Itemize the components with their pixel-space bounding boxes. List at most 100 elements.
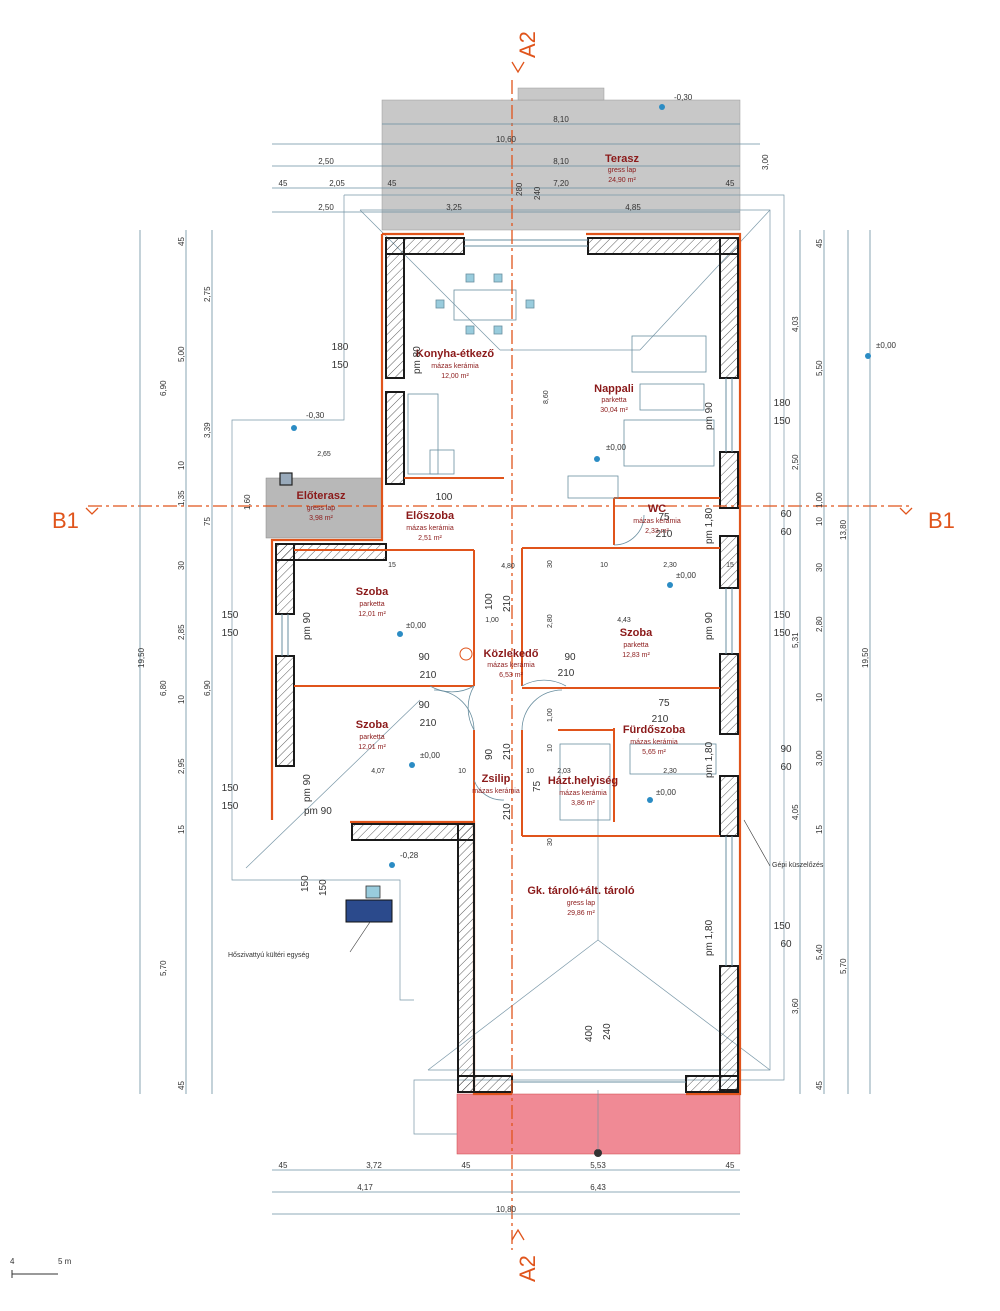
svg-text:parketta: parketta — [623, 642, 648, 649]
room-kitchen: Konyha-étkező mázas kerámia 12,00 m² — [416, 348, 495, 380]
svg-text:90: 90 — [418, 652, 430, 663]
svg-text:90: 90 — [418, 700, 430, 711]
svg-text:3,60: 3,60 — [791, 998, 800, 1014]
svg-text:3,00: 3,00 — [761, 154, 770, 170]
svg-text:210: 210 — [656, 529, 673, 540]
svg-text:15: 15 — [177, 825, 186, 834]
room-hall: Előszoba mázas kerámia 2,51 m² — [406, 510, 455, 542]
svg-text:13,80: 13,80 — [839, 519, 848, 540]
exterior-walls — [275, 237, 739, 1093]
svg-text:150: 150 — [222, 628, 239, 639]
svg-text:±0,00: ±0,00 — [676, 571, 697, 580]
svg-text:4,07: 4,07 — [371, 768, 385, 775]
svg-text:Közlekedő: Közlekedő — [483, 648, 538, 660]
svg-text:150: 150 — [774, 628, 791, 639]
scale-end: 5 m — [58, 1257, 72, 1266]
svg-text:10,80: 10,80 — [496, 1205, 517, 1214]
svg-text:4,17: 4,17 — [357, 1183, 373, 1192]
svg-text:75: 75 — [203, 517, 212, 526]
svg-text:mázas kerámia: mázas kerámia — [633, 518, 681, 525]
room-bedroom-2: Szoba parketta 12,83 m² — [620, 627, 653, 659]
svg-text:19,50: 19,50 — [137, 647, 146, 668]
svg-text:15: 15 — [815, 825, 824, 834]
svg-text:5,00: 5,00 — [177, 346, 186, 362]
dims-bottom: 45 3,72 45 5,53 45 4,17 6,43 10,80 — [279, 1161, 735, 1214]
svg-text:2,50: 2,50 — [791, 454, 800, 470]
room-bathroom: Fürdőszoba mázas kerámia 5,65 m² — [623, 724, 686, 756]
svg-text:Fürdőszoba: Fürdőszoba — [623, 724, 686, 736]
svg-text:45: 45 — [388, 179, 397, 188]
dims-right: 45 4,03 5,50 2,50 1,00 10 13,80 30 2,80 … — [791, 239, 870, 1090]
svg-text:180: 180 — [774, 398, 791, 409]
svg-text:210: 210 — [558, 668, 575, 679]
svg-text:4,05: 4,05 — [791, 804, 800, 820]
svg-text:150: 150 — [222, 783, 239, 794]
svg-text:pm 90: pm 90 — [704, 612, 715, 640]
svg-text:60: 60 — [780, 527, 792, 538]
svg-text:150: 150 — [318, 879, 329, 896]
svg-text:pm 90: pm 90 — [302, 612, 313, 640]
svg-text:1,00: 1,00 — [485, 617, 499, 624]
svg-text:mázas kerámia: mázas kerámia — [472, 788, 520, 795]
dims-left: 45 2,75 5,00 6,90 3,39 10 1,35 75 30 2,8… — [137, 237, 252, 1090]
svg-text:90: 90 — [484, 748, 495, 760]
svg-text:45: 45 — [177, 237, 186, 246]
svg-text:30: 30 — [547, 838, 554, 846]
svg-text:7,20: 7,20 — [553, 179, 569, 188]
svg-text:gress lap: gress lap — [567, 900, 596, 907]
svg-text:6,90: 6,90 — [203, 680, 212, 696]
dimension-lines — [139, 123, 871, 1215]
svg-text:6,43: 6,43 — [590, 1183, 606, 1192]
svg-text:280: 280 — [515, 182, 524, 196]
svg-text:Nappali: Nappali — [594, 383, 634, 395]
interior-walls — [294, 477, 720, 837]
svg-text:±0,00: ±0,00 — [406, 621, 427, 630]
room-wc: WC mázas kerámia 2,33 m² — [633, 503, 681, 535]
svg-text:5,70: 5,70 — [159, 960, 168, 976]
svg-text:pm 80: pm 80 — [412, 346, 423, 374]
svg-text:45: 45 — [462, 1161, 471, 1170]
svg-text:60: 60 — [780, 762, 792, 773]
room-living: Nappali parketta 30,04 m² — [594, 383, 634, 414]
svg-text:4,43: 4,43 — [617, 617, 631, 624]
svg-text:parketta: parketta — [359, 734, 384, 741]
section-label-a-bottom: A2 — [515, 1255, 540, 1282]
svg-text:mázas kerámia: mázas kerámia — [487, 662, 535, 669]
svg-text:30,04 m²: 30,04 m² — [600, 407, 628, 414]
svg-text:Előszoba: Előszoba — [406, 510, 455, 522]
svg-text:3,98 m²: 3,98 m² — [309, 515, 333, 522]
svg-text:-0,28: -0,28 — [400, 851, 419, 860]
svg-text:6,53 m²: 6,53 m² — [499, 672, 523, 679]
svg-text:15: 15 — [726, 562, 734, 569]
svg-text:5,53: 5,53 — [590, 1161, 606, 1170]
svg-text:3,39: 3,39 — [203, 422, 212, 438]
svg-text:±0,00: ±0,00 — [876, 341, 897, 350]
svg-text:60: 60 — [780, 939, 792, 950]
svg-text:10: 10 — [815, 693, 824, 702]
svg-text:2,30: 2,30 — [663, 562, 677, 569]
svg-text:2,03: 2,03 — [557, 768, 571, 775]
dims-top: 8,10 10,60 8,10 7,20 2,50 2,05 2,50 3,25… — [279, 115, 770, 212]
svg-text:2,50: 2,50 — [318, 157, 334, 166]
svg-text:12,01 m²: 12,01 m² — [358, 744, 386, 751]
svg-text:75: 75 — [658, 512, 670, 523]
svg-text:2,75: 2,75 — [203, 286, 212, 302]
svg-text:1,00: 1,00 — [815, 492, 824, 508]
svg-text:150: 150 — [222, 801, 239, 812]
svg-text:±0,00: ±0,00 — [656, 788, 677, 797]
svg-text:pm 1,80: pm 1,80 — [704, 919, 715, 956]
svg-text:Házt.helyiség: Házt.helyiség — [548, 775, 618, 787]
room-bedroom-3: Szoba parketta 12,01 m² — [356, 719, 389, 751]
driveway-marker — [594, 1149, 602, 1157]
svg-text:5,50: 5,50 — [815, 360, 824, 376]
furniture — [407, 273, 717, 821]
svg-text:150: 150 — [222, 610, 239, 621]
svg-text:pm 1,80: pm 1,80 — [704, 741, 715, 778]
svg-text:19,50: 19,50 — [861, 647, 870, 668]
svg-text:8,10: 8,10 — [553, 115, 569, 124]
svg-text:mázas kerámia: mázas kerámia — [406, 525, 454, 532]
heatpump-unit — [345, 899, 393, 923]
svg-text:Terasz: Terasz — [605, 153, 640, 165]
room-front-terrace: Előterasz gress lap 3,98 m² — [297, 490, 346, 522]
svg-text:10: 10 — [177, 461, 186, 470]
